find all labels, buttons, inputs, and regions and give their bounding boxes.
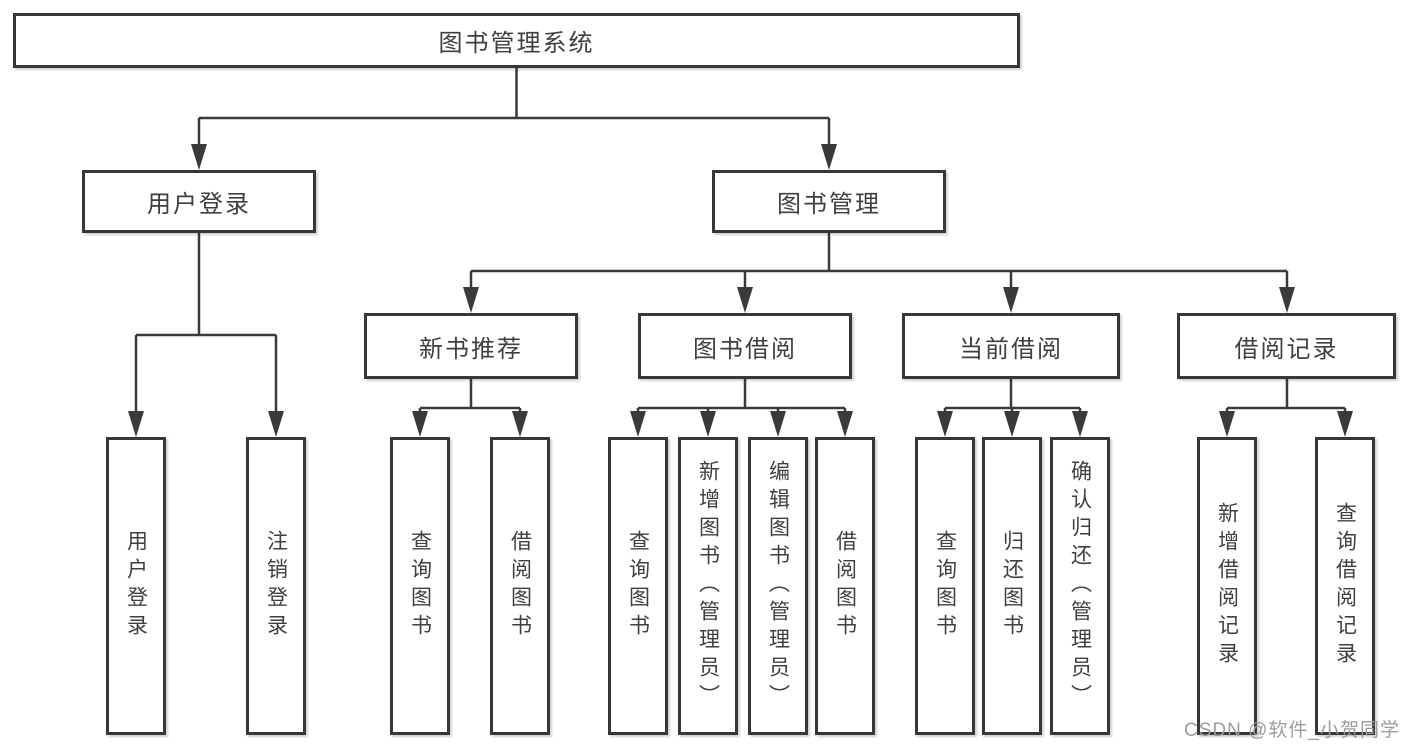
leaf-query-books-recommend: 查询图书 xyxy=(390,437,450,735)
arrow-down-icon xyxy=(191,144,207,170)
node-book-borrowing: 图书借阅 xyxy=(638,313,852,379)
leaf-label: 新增图书（管理员） xyxy=(696,460,720,712)
node-borrowing-records: 借阅记录 xyxy=(1177,313,1396,379)
leaf-borrow-books: 借阅图书 xyxy=(815,437,875,735)
leaf-label: 查询图书 xyxy=(933,530,957,642)
wire-path xyxy=(197,68,831,150)
node-library-management-system: 图书管理系统 xyxy=(13,13,1020,68)
leaf-label: 新增借阅记录 xyxy=(1215,502,1239,670)
arrow-down-icon xyxy=(1219,411,1235,437)
wire-path xyxy=(469,233,1289,291)
leaf-borrow-books-recommend: 借阅图书 xyxy=(490,437,550,735)
leaf-label: 查询图书 xyxy=(626,530,650,642)
leaf-label: 查询借阅记录 xyxy=(1333,502,1357,670)
arrow-down-icon xyxy=(937,411,953,437)
wire-path xyxy=(134,233,278,415)
node-label: 图书借阅 xyxy=(693,335,797,363)
leaf-return-books: 归还图书 xyxy=(982,437,1042,735)
node-book-management: 图书管理 xyxy=(712,170,946,233)
arrow-down-icon xyxy=(1337,411,1353,437)
arrow-down-icon xyxy=(463,287,479,313)
leaf-label: 借阅图书 xyxy=(508,530,532,642)
arrow-down-icon xyxy=(630,411,646,437)
leaf-user-login: 用户登录 xyxy=(106,437,166,735)
leaf-edit-books-admin: 编辑图书（管理员） xyxy=(748,437,808,735)
node-label: 图书管理系统 xyxy=(438,30,595,57)
connector-book-management-to-groups xyxy=(463,233,1295,313)
leaf-label: 借阅图书 xyxy=(833,530,857,642)
arrow-down-icon xyxy=(1279,287,1295,313)
connector-book-borrow-to-leaves xyxy=(630,379,853,437)
arrow-down-icon xyxy=(700,411,716,437)
arrow-down-icon xyxy=(512,411,528,437)
wire-path xyxy=(943,379,1082,415)
csdn-watermark: CSDN @软件_小贺同学 xyxy=(1184,720,1400,741)
wire-path xyxy=(418,379,522,415)
arrow-down-icon xyxy=(412,411,428,437)
leaf-logout: 注销登录 xyxy=(246,437,306,735)
leaf-label: 用户登录 xyxy=(124,530,148,642)
node-new-book-recommend: 新书推荐 xyxy=(364,313,578,379)
leaf-label: 注销登录 xyxy=(264,530,288,642)
connector-new-book-recommend-to-leaves xyxy=(412,379,528,437)
leaf-add-borrow-record: 新增借阅记录 xyxy=(1197,437,1257,735)
connector-current-borrow-to-leaves xyxy=(937,379,1088,437)
node-current-borrowing: 当前借阅 xyxy=(902,313,1120,379)
leaf-query-borrow-record: 查询借阅记录 xyxy=(1315,437,1375,735)
connector-root-to-level1 xyxy=(191,68,837,170)
leaf-query-books-borrow: 查询图书 xyxy=(608,437,668,735)
wire-path xyxy=(1225,379,1347,415)
leaf-confirm-return-admin: 确认归还（管理员） xyxy=(1050,437,1110,735)
arrow-down-icon xyxy=(128,411,144,437)
node-label: 当前借阅 xyxy=(959,335,1063,363)
arrow-down-icon xyxy=(837,411,853,437)
connector-user-login-to-leaves xyxy=(128,233,284,437)
leaf-label: 确认归还（管理员） xyxy=(1068,460,1092,712)
arrow-down-icon xyxy=(737,287,753,313)
arrow-down-icon xyxy=(1072,411,1088,437)
node-label: 借阅记录 xyxy=(1234,335,1339,363)
node-label: 图书管理 xyxy=(777,191,881,218)
leaf-label: 编辑图书（管理员） xyxy=(766,460,790,712)
leaf-label: 查询图书 xyxy=(408,530,432,642)
node-label: 用户登录 xyxy=(147,191,251,218)
wire-path xyxy=(636,379,847,415)
connector-borrow-records-to-leaves xyxy=(1219,379,1353,437)
arrow-down-icon xyxy=(770,411,786,437)
arrow-down-icon xyxy=(821,144,837,170)
leaf-label: 归还图书 xyxy=(1000,530,1024,642)
node-user-login: 用户登录 xyxy=(82,170,316,233)
node-label: 新书推荐 xyxy=(419,335,523,363)
leaf-add-books-admin: 新增图书（管理员） xyxy=(678,437,738,735)
arrow-down-icon xyxy=(1004,411,1020,437)
arrow-down-icon xyxy=(1003,287,1019,313)
leaf-query-books-current: 查询图书 xyxy=(915,437,975,735)
arrow-down-icon xyxy=(268,411,284,437)
